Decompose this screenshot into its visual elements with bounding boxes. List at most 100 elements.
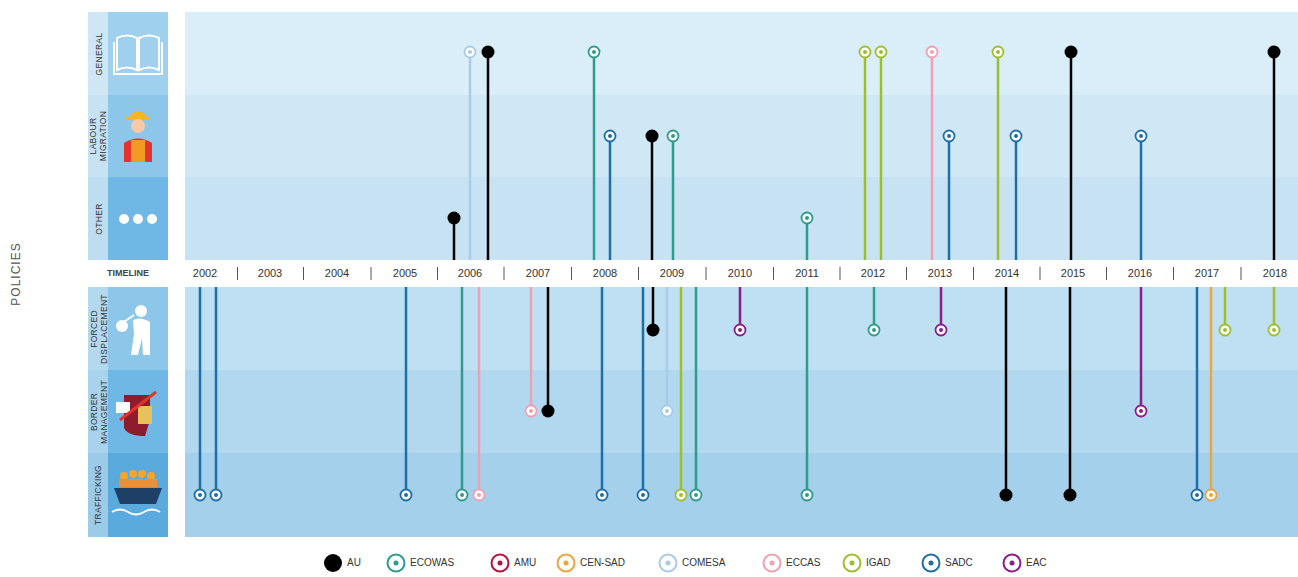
policy-marker [646,130,659,261]
policy-marker [936,287,947,336]
policy-marker [662,287,673,417]
policy-marker [597,287,608,501]
icon-panel [108,370,168,453]
row-label: TRAFFICKING [87,457,109,533]
row-band [185,177,1298,260]
row-label-panel: GENERAL [88,12,108,95]
policy-marker [526,287,537,417]
policy-marker [1192,287,1203,501]
policy-marker [860,47,871,261]
year-label: 2016 [1128,267,1152,279]
year-label: 2006 [458,267,482,279]
row-label-panel: BORDER MANAGEMENT [88,370,108,453]
policy-marker [1136,131,1147,261]
row-band [185,370,1298,453]
policy-marker [1206,287,1217,501]
policy-marker [1269,287,1280,336]
legend-swatch [558,555,575,572]
year-label: 2011 [795,267,819,279]
year-separator [638,267,639,280]
year-label: 2017 [1195,267,1219,279]
policy-marker [195,287,206,501]
year-label: 2013 [928,267,952,279]
border-hand-icon [116,392,156,436]
year-separator [973,267,974,280]
year-separator [1173,267,1174,280]
year-separator [371,267,372,280]
policy-marker [1000,287,1013,502]
legend-swatch [324,554,342,572]
legend-swatch [660,555,677,572]
policy-marker [944,131,955,261]
legend-label: AMU [514,557,536,568]
policy-marker [457,287,468,501]
row-band [185,287,1298,370]
row-label: BORDER MANAGEMENT [87,374,109,449]
year-separator [773,267,774,280]
year-separator [1040,267,1041,280]
icon-panel [108,453,168,537]
legend-label: AU [347,557,361,568]
policy-marker [465,47,476,261]
legend-label: COMESA [682,557,725,568]
year-separator [504,267,505,280]
row-label: LABOUR MIGRATION [87,99,109,173]
timeline-strip [88,260,1298,287]
year-separator [840,267,841,280]
displaced-person-icon [116,305,150,355]
row-band [185,453,1298,537]
policy-marker [676,287,687,501]
icon-panel [108,12,168,95]
year-label: 2005 [393,267,417,279]
policy-marker [589,47,600,261]
year-label: 2018 [1263,267,1287,279]
policy-marker [448,212,461,261]
policy-marker [1136,287,1147,417]
row-label-panel: OTHER [88,177,108,260]
row-label: OTHER [87,181,109,256]
policy-marker [927,47,938,261]
legend-swatch [923,555,940,572]
label-panel [88,287,168,370]
axis-title: POLICIES [9,242,23,305]
policy-marker [605,131,616,261]
policy-marker [1220,287,1231,336]
legend-swatch [492,555,509,572]
row-band [185,95,1298,177]
book-icon [114,36,162,75]
label-panel [88,95,168,177]
year-label: 2014 [995,267,1019,279]
year-label: 2002 [193,267,217,279]
legend-label: ECCAS [786,557,820,568]
legend-label: CEN-SAD [580,557,625,568]
policy-marker [542,287,555,418]
row-label: GENERAL [87,16,109,91]
icon-panel [108,177,168,260]
policy-marker [802,287,813,501]
policy-marker [647,287,660,337]
policy-marker [691,287,702,501]
legend-label: ECOWAS [410,557,454,568]
policy-marker [1268,46,1281,261]
policy-marker [668,131,679,261]
year-separator [437,267,438,280]
policy-marker [869,287,880,336]
row-band [185,12,1298,95]
policy-marker [993,47,1004,261]
year-label: 2003 [258,267,282,279]
year-label: 2007 [526,267,550,279]
boat-icon [112,470,162,515]
legend-swatch [844,555,861,572]
year-separator [303,267,304,280]
policy-marker [735,287,746,336]
more-icon [119,214,157,224]
worker-icon [124,111,152,162]
icon-panel [108,95,168,177]
policy-marker [638,287,649,501]
policy-marker [474,287,485,501]
legend-swatch [764,555,781,572]
label-panel [88,370,168,453]
policy-marker [482,46,495,261]
policy-marker [1065,46,1078,261]
